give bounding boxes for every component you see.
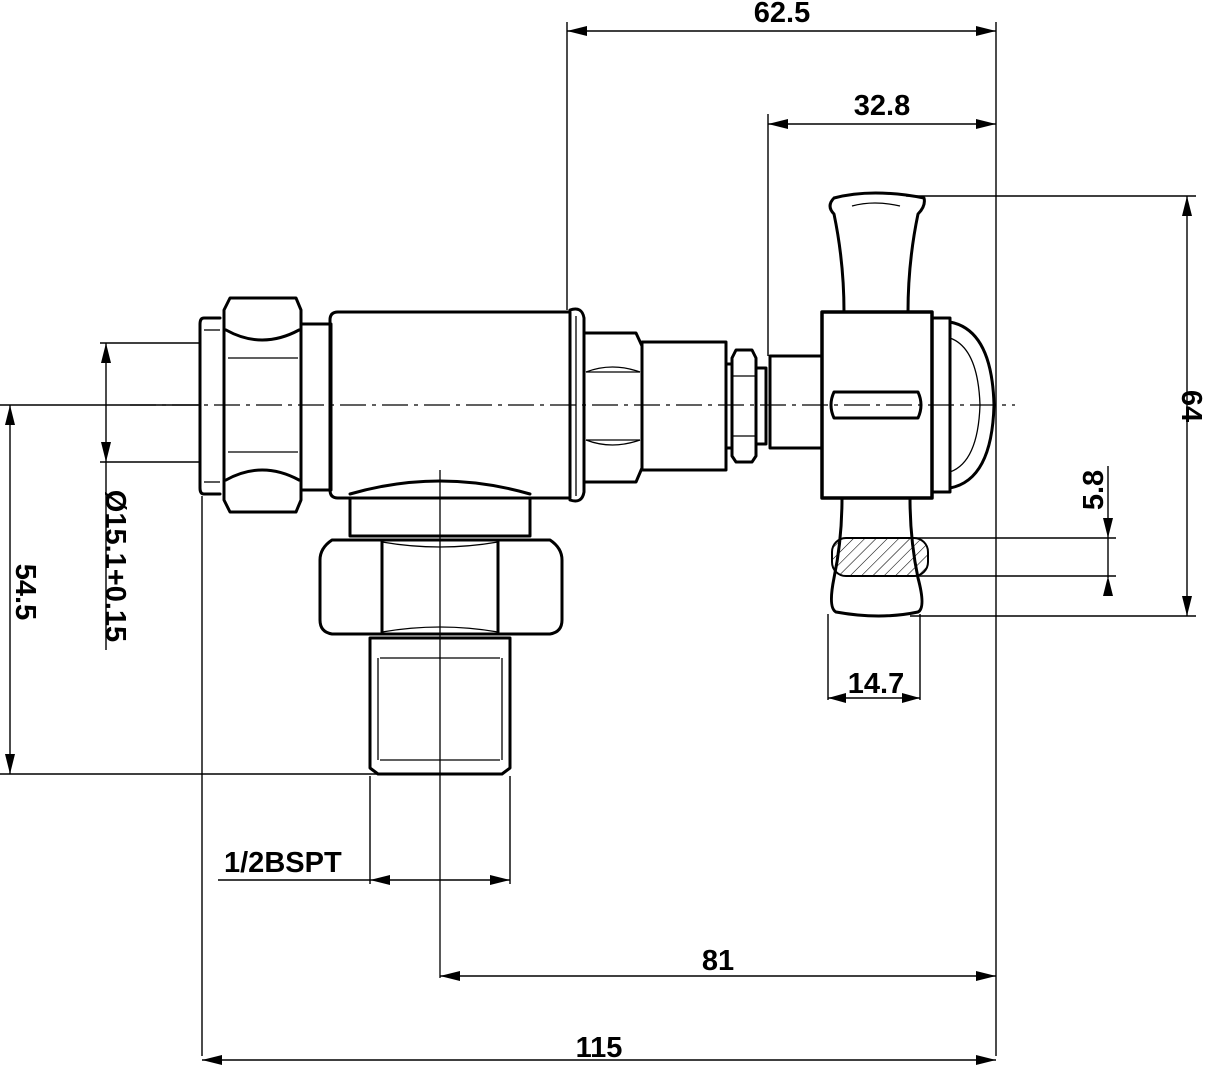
dim-label-handle-height: 64 bbox=[1175, 390, 1207, 422]
dim-label-handle-width: 14.7 bbox=[848, 668, 904, 700]
dim-label-handle-thickness: 5.8 bbox=[1078, 470, 1110, 510]
dimension-lines bbox=[0, 22, 1196, 1065]
dim-label-handle-offset: 32.8 bbox=[854, 90, 910, 122]
dimension-labels: 62.5 32.8 64 5.8 14.7 Ø15.1+0.15 54.5 1/… bbox=[9, 0, 1207, 1064]
dim-label-outlet-to-face: 81 bbox=[702, 945, 734, 977]
dim-label-body-height: 54.5 bbox=[9, 564, 41, 620]
dim-label-bore-diameter: Ø15.1+0.15 bbox=[99, 490, 131, 642]
dim-label-top-width: 62.5 bbox=[754, 0, 810, 29]
dim-label-thread-spec: 1/2BSPT bbox=[224, 847, 342, 879]
dim-label-overall-length: 115 bbox=[576, 1032, 623, 1064]
